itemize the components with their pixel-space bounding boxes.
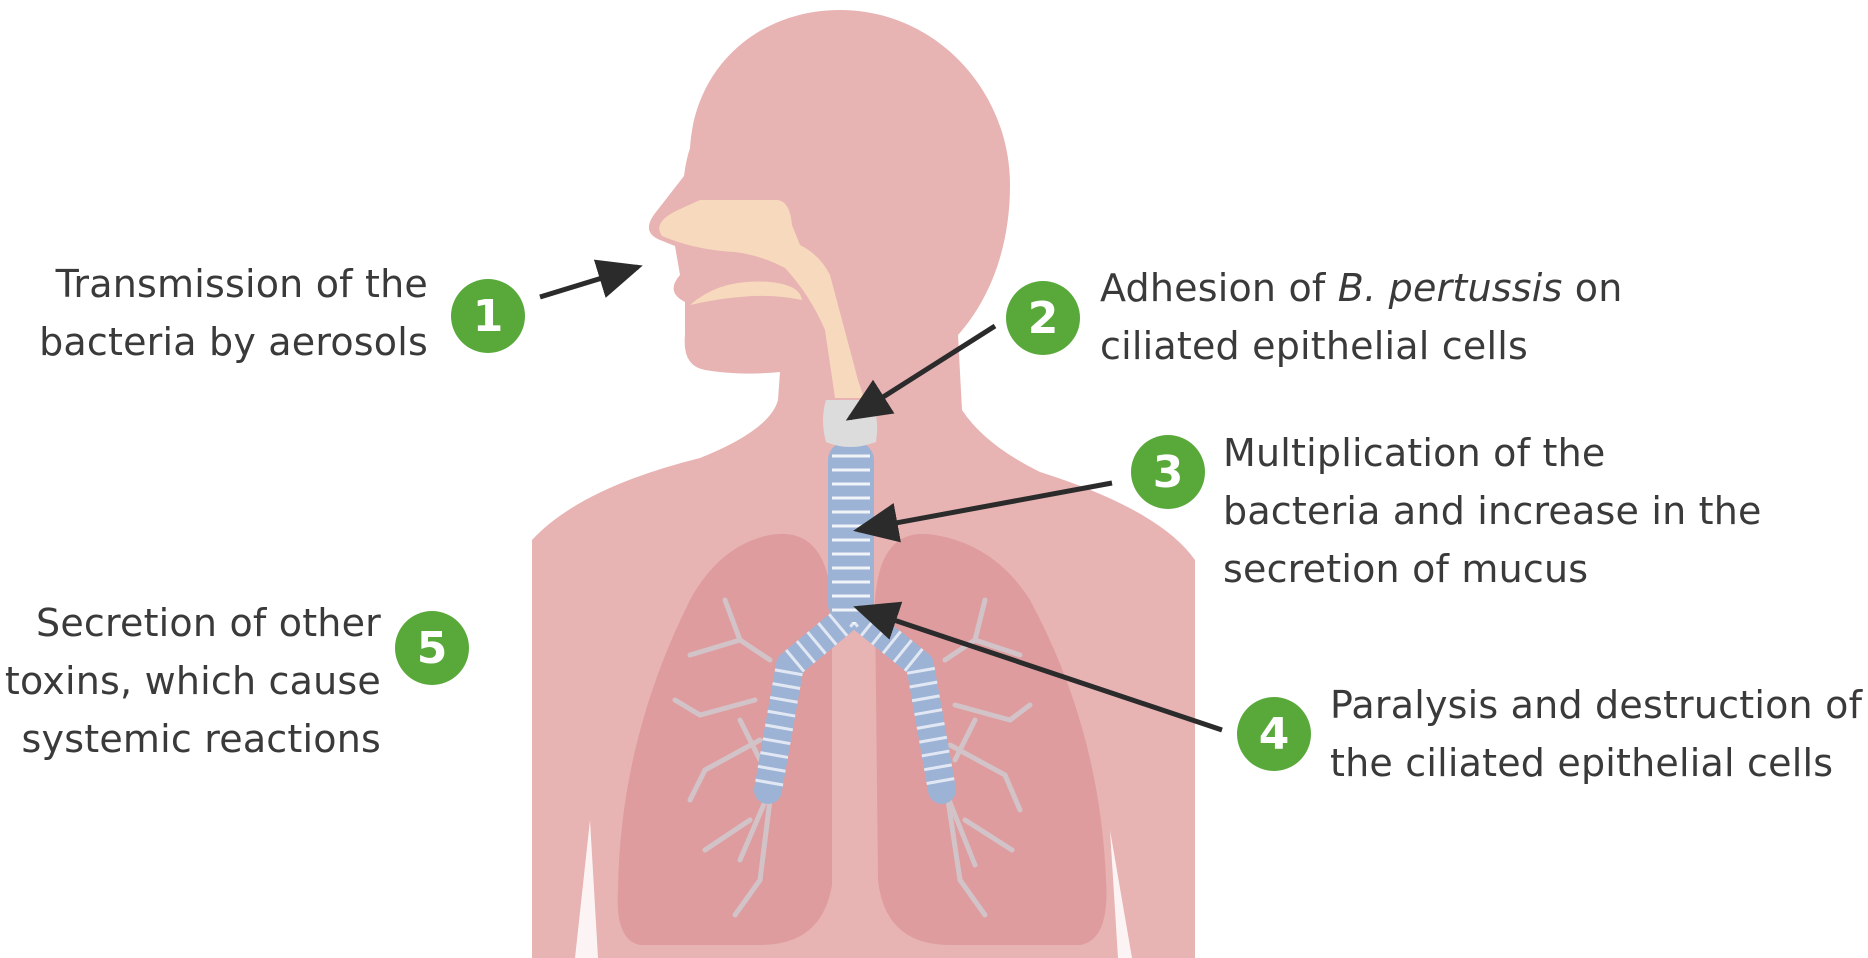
step-1-badge: 1 [451,279,525,353]
step-1-line-1: Transmission of the [39,255,428,313]
step-3-line-3: secretion of mucus [1223,540,1762,598]
step-2-label: Adhesion of B. pertussis on ciliated epi… [1100,259,1623,375]
step-2-badge: 2 [1006,281,1080,355]
step-5-line-2: toxins, which cause [5,652,381,710]
step-5-line-3: systemic reactions [5,710,381,768]
step-2-line-1-post: on [1562,266,1622,310]
step-1-label: Transmission of the bacteria by aerosols [39,255,428,371]
step-3-badge: 3 [1131,435,1205,509]
step-2-line-1-pre: Adhesion of [1100,266,1338,310]
step-1-line-2: bacteria by aerosols [39,313,428,371]
step-2-number: 2 [1028,293,1059,344]
step-4-line-2: the ciliated epithelial cells [1330,734,1862,792]
step-3-label: Multiplication of the bacteria and incre… [1223,424,1762,598]
step-4-line-1: Paralysis and destruction of [1330,676,1862,734]
step-4-number: 4 [1259,709,1290,760]
step-3-line-1: Multiplication of the [1223,424,1762,482]
step-4-label: Paralysis and destruction of the ciliate… [1330,676,1862,792]
step-2-line-1: Adhesion of B. pertussis on [1100,259,1623,317]
step-5-label: Secretion of other toxins, which cause s… [5,594,381,768]
step-4-badge: 4 [1237,697,1311,771]
step-2-line-2: ciliated epithelial cells [1100,317,1623,375]
step-5-line-1: Secretion of other [5,594,381,652]
step-1-number: 1 [473,291,504,342]
arrow-1 [540,267,638,297]
step-3-number: 3 [1153,447,1184,498]
step-3-line-2: bacteria and increase in the [1223,482,1762,540]
bacteria-name: B. pertussis [1338,266,1563,310]
step-5-badge: 5 [395,611,469,685]
step-5-number: 5 [417,623,448,674]
